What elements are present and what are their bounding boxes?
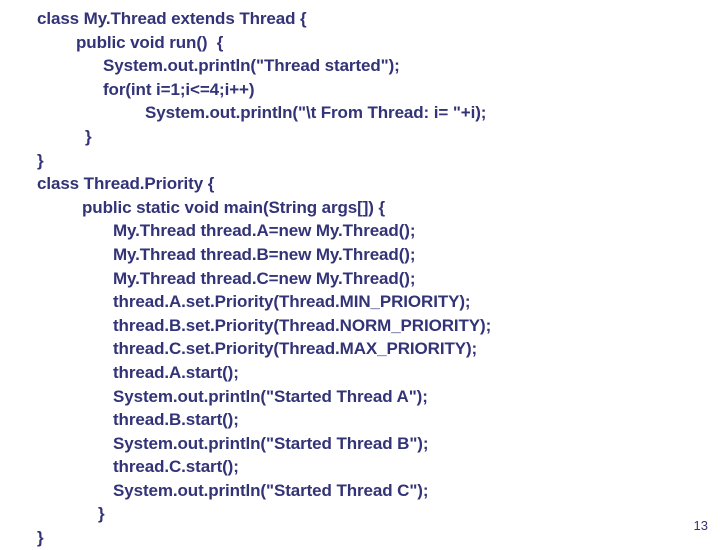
code-line: } <box>37 150 44 170</box>
code-line: public void run() { <box>76 32 224 52</box>
code-line: thread.B.set.Priority(Thread.NORM_PRIORI… <box>113 315 492 335</box>
code-line: My.Thread thread.C=new My.Thread(); <box>113 268 416 288</box>
code-line: thread.B.start(); <box>113 410 239 430</box>
code-line: My.Thread thread.A=new My.Thread(); <box>113 221 416 241</box>
code-line: System.out.println("\t From Thread: i= "… <box>145 103 487 123</box>
code-line: } <box>37 528 44 548</box>
code-line: public static void main(String args[]) { <box>82 197 385 217</box>
code-line: class Thread.Priority { <box>37 174 215 194</box>
code-line: for(int i=1;i<=4;i++) <box>103 79 255 99</box>
code-line: thread.A.start(); <box>113 362 239 382</box>
code-line: } <box>85 126 92 146</box>
code-line: thread.C.set.Priority(Thread.MAX_PRIORIT… <box>113 339 478 359</box>
code-line: thread.A.set.Priority(Thread.MIN_PRIORIT… <box>113 292 471 312</box>
code-line: } <box>98 504 105 524</box>
code-line: thread.C.start(); <box>113 457 239 477</box>
code-line: System.out.println("Started Thread A"); <box>113 386 428 406</box>
code-listing: class My.Thread extends Thread { public v… <box>0 7 720 550</box>
page-number: 13 <box>693 518 708 533</box>
code-line: System.out.println("Thread started"); <box>103 56 400 76</box>
code-line: My.Thread thread.B=new My.Thread(); <box>113 244 416 264</box>
code-line: class My.Thread extends Thread { <box>37 9 307 28</box>
code-line: System.out.println("Started Thread C"); <box>113 480 429 500</box>
code-line: System.out.println("Started Thread B"); <box>113 433 429 453</box>
